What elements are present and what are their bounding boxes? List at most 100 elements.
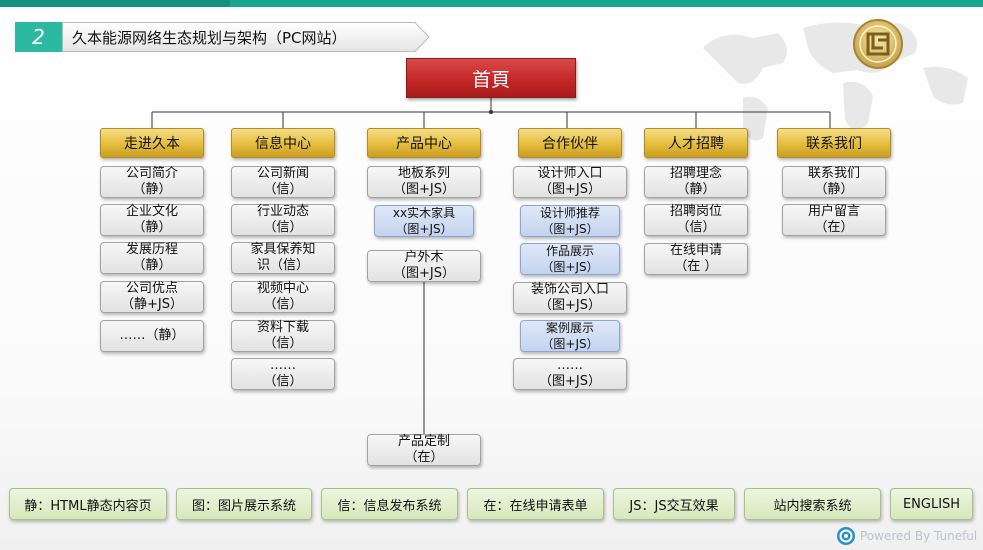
sitemap-node[interactable]: ……（图+JS） <box>513 358 627 390</box>
sitemap-node[interactable]: 家具保养知识（信） <box>231 242 335 274</box>
node-type: （图+JS） <box>539 298 601 313</box>
node-type: （信） <box>263 374 303 389</box>
node-label: 行业动态 <box>256 204 309 219</box>
home-node[interactable]: 首頁 <box>406 58 576 98</box>
category-2[interactable]: 信息中心 <box>231 128 335 158</box>
node-type: （在） <box>814 220 854 235</box>
node-type: （图+JS） <box>541 260 599 274</box>
node-label: 产品定制 <box>397 434 450 449</box>
node-label: …… <box>270 358 296 373</box>
node-type: （图+JS） <box>393 266 455 281</box>
sitemap-node[interactable]: 设计师入口（图+JS） <box>513 166 627 198</box>
sitemap-node[interactable]: 案例展示 （图+JS） <box>520 320 620 352</box>
top-accent-bar-dark <box>0 0 230 7</box>
node-label: 用户留言 <box>807 204 860 219</box>
node-label: 资料下载 <box>256 320 309 335</box>
sitemap-node[interactable]: 行业动态（信） <box>231 204 335 236</box>
legend-image: 图：图片展示系统 <box>176 488 312 520</box>
node-type: （在） <box>404 450 444 465</box>
node-type: （图+JS） <box>395 222 453 236</box>
sitemap-node[interactable]: 招聘理念（静） <box>644 166 748 198</box>
sitemap-node[interactable]: 用户留言（在） <box>782 204 886 236</box>
node-label: 企业文化 <box>125 204 178 219</box>
node-type: （信） <box>263 297 303 312</box>
legend-js: JS：JS交互效果 <box>613 488 735 520</box>
node-label: 招聘理念 <box>669 166 722 181</box>
sitemap-node[interactable]: 户外木（图+JS） <box>367 250 481 282</box>
legend-static: 静：HTML静态内容页 <box>9 488 167 520</box>
sitemap-node[interactable]: 发展历程（静） <box>100 242 204 274</box>
node-label: 装饰公司入口 <box>530 282 609 297</box>
node-type: （静） <box>132 182 172 197</box>
node-label: 在线申请 <box>669 243 722 258</box>
node-label: 设计师推荐 <box>539 206 600 220</box>
title-arrow-shape <box>62 22 430 52</box>
node-label: 作品展示 <box>545 244 594 258</box>
sitemap-node[interactable]: xx实木家具 （图+JS） <box>374 205 474 237</box>
node-label: 案例展示 <box>545 321 594 335</box>
node-type: （静） <box>814 182 854 197</box>
node-label: 联系我们 <box>807 166 860 181</box>
category-1[interactable]: 走进久本 <box>100 128 204 158</box>
company-logo-icon <box>853 19 903 69</box>
node-type: （静+JS） <box>121 297 183 312</box>
english-button[interactable]: ENGLISH <box>890 488 973 520</box>
node-label: 设计师入口 <box>537 166 603 181</box>
node-type: （静） <box>132 220 172 235</box>
node-label: ……（静） <box>119 328 185 343</box>
category-5[interactable]: 人才招聘 <box>644 128 748 158</box>
page-title-text: 久本能源网络生态规划与架构（PC网站） <box>72 28 347 47</box>
node-type: （信） <box>263 336 303 351</box>
node-type: （信） <box>676 220 716 235</box>
node-type: （图+JS） <box>393 182 455 197</box>
sitemap-node[interactable]: 联系我们（静） <box>782 166 886 198</box>
sitemap-node[interactable]: 在线申请（在 ） <box>644 243 748 275</box>
node-label: 公司新闻 <box>256 166 309 181</box>
sitemap-node[interactable]: 作品展示 （图+JS） <box>520 243 620 275</box>
node-label: 公司简介 <box>125 166 178 181</box>
node-type: 识（信） <box>256 258 309 273</box>
node-label: 招聘岗位 <box>669 204 722 219</box>
page-title: 久本能源网络生态规划与架构（PC网站） <box>62 22 430 52</box>
sitemap-node[interactable]: 企业文化（静） <box>100 204 204 236</box>
powered-by: Powered By Tuneful <box>836 526 977 546</box>
node-type: （图+JS） <box>541 222 599 236</box>
node-label: 发展历程 <box>125 242 178 257</box>
node-label: 户外木 <box>404 250 444 265</box>
section-number: 2 <box>15 22 62 52</box>
powered-by-text: Powered By Tuneful <box>860 529 978 543</box>
category-3[interactable]: 产品中心 <box>367 128 481 158</box>
sitemap-node[interactable]: 装饰公司入口（图+JS） <box>513 282 627 314</box>
node-type: （图+JS） <box>541 337 599 351</box>
sitemap-node[interactable]: 地板系列（图+JS） <box>367 166 481 198</box>
node-label: 公司优点 <box>125 281 178 296</box>
category-4[interactable]: 合作伙伴 <box>518 128 622 158</box>
top-accent-bar-light <box>230 0 983 7</box>
node-type: （图+JS） <box>539 182 601 197</box>
category-6[interactable]: 联系我们 <box>777 128 891 158</box>
node-label: 视频中心 <box>256 281 309 296</box>
node-type: （在 ） <box>674 259 718 274</box>
sitemap-node[interactable]: ……（静） <box>100 320 204 352</box>
sitemap-node[interactable]: 公司优点（静+JS） <box>100 281 204 313</box>
sitemap-node[interactable]: 产品定制（在） <box>367 434 481 466</box>
node-type: （静） <box>676 182 716 197</box>
legend-online: 在：在线申请表单 <box>467 488 604 520</box>
node-label: …… <box>557 358 583 373</box>
legend-info: 信：信息发布系统 <box>321 488 458 520</box>
sitemap-node[interactable]: 设计师推荐 （图+JS） <box>520 205 620 237</box>
sitemap-node[interactable]: 资料下载（信） <box>231 320 335 352</box>
sitemap-node[interactable]: 公司新闻（信） <box>231 166 335 198</box>
node-label: 家具保养知 <box>250 242 316 257</box>
node-type: （信） <box>263 182 303 197</box>
node-type: （图+JS） <box>539 374 601 389</box>
sitemap-node[interactable]: ……（信） <box>231 358 335 390</box>
sitemap-node[interactable]: 公司简介（静） <box>100 166 204 198</box>
sitemap-node[interactable]: 招聘岗位（信） <box>644 204 748 236</box>
node-type: （静） <box>132 258 172 273</box>
top-accent-bar <box>0 0 983 7</box>
sitemap-node[interactable]: 视频中心（信） <box>231 281 335 313</box>
site-search-button[interactable]: 站内搜索系统 <box>744 488 881 520</box>
node-label: xx实木家具 <box>392 206 456 220</box>
node-type: （信） <box>263 220 303 235</box>
